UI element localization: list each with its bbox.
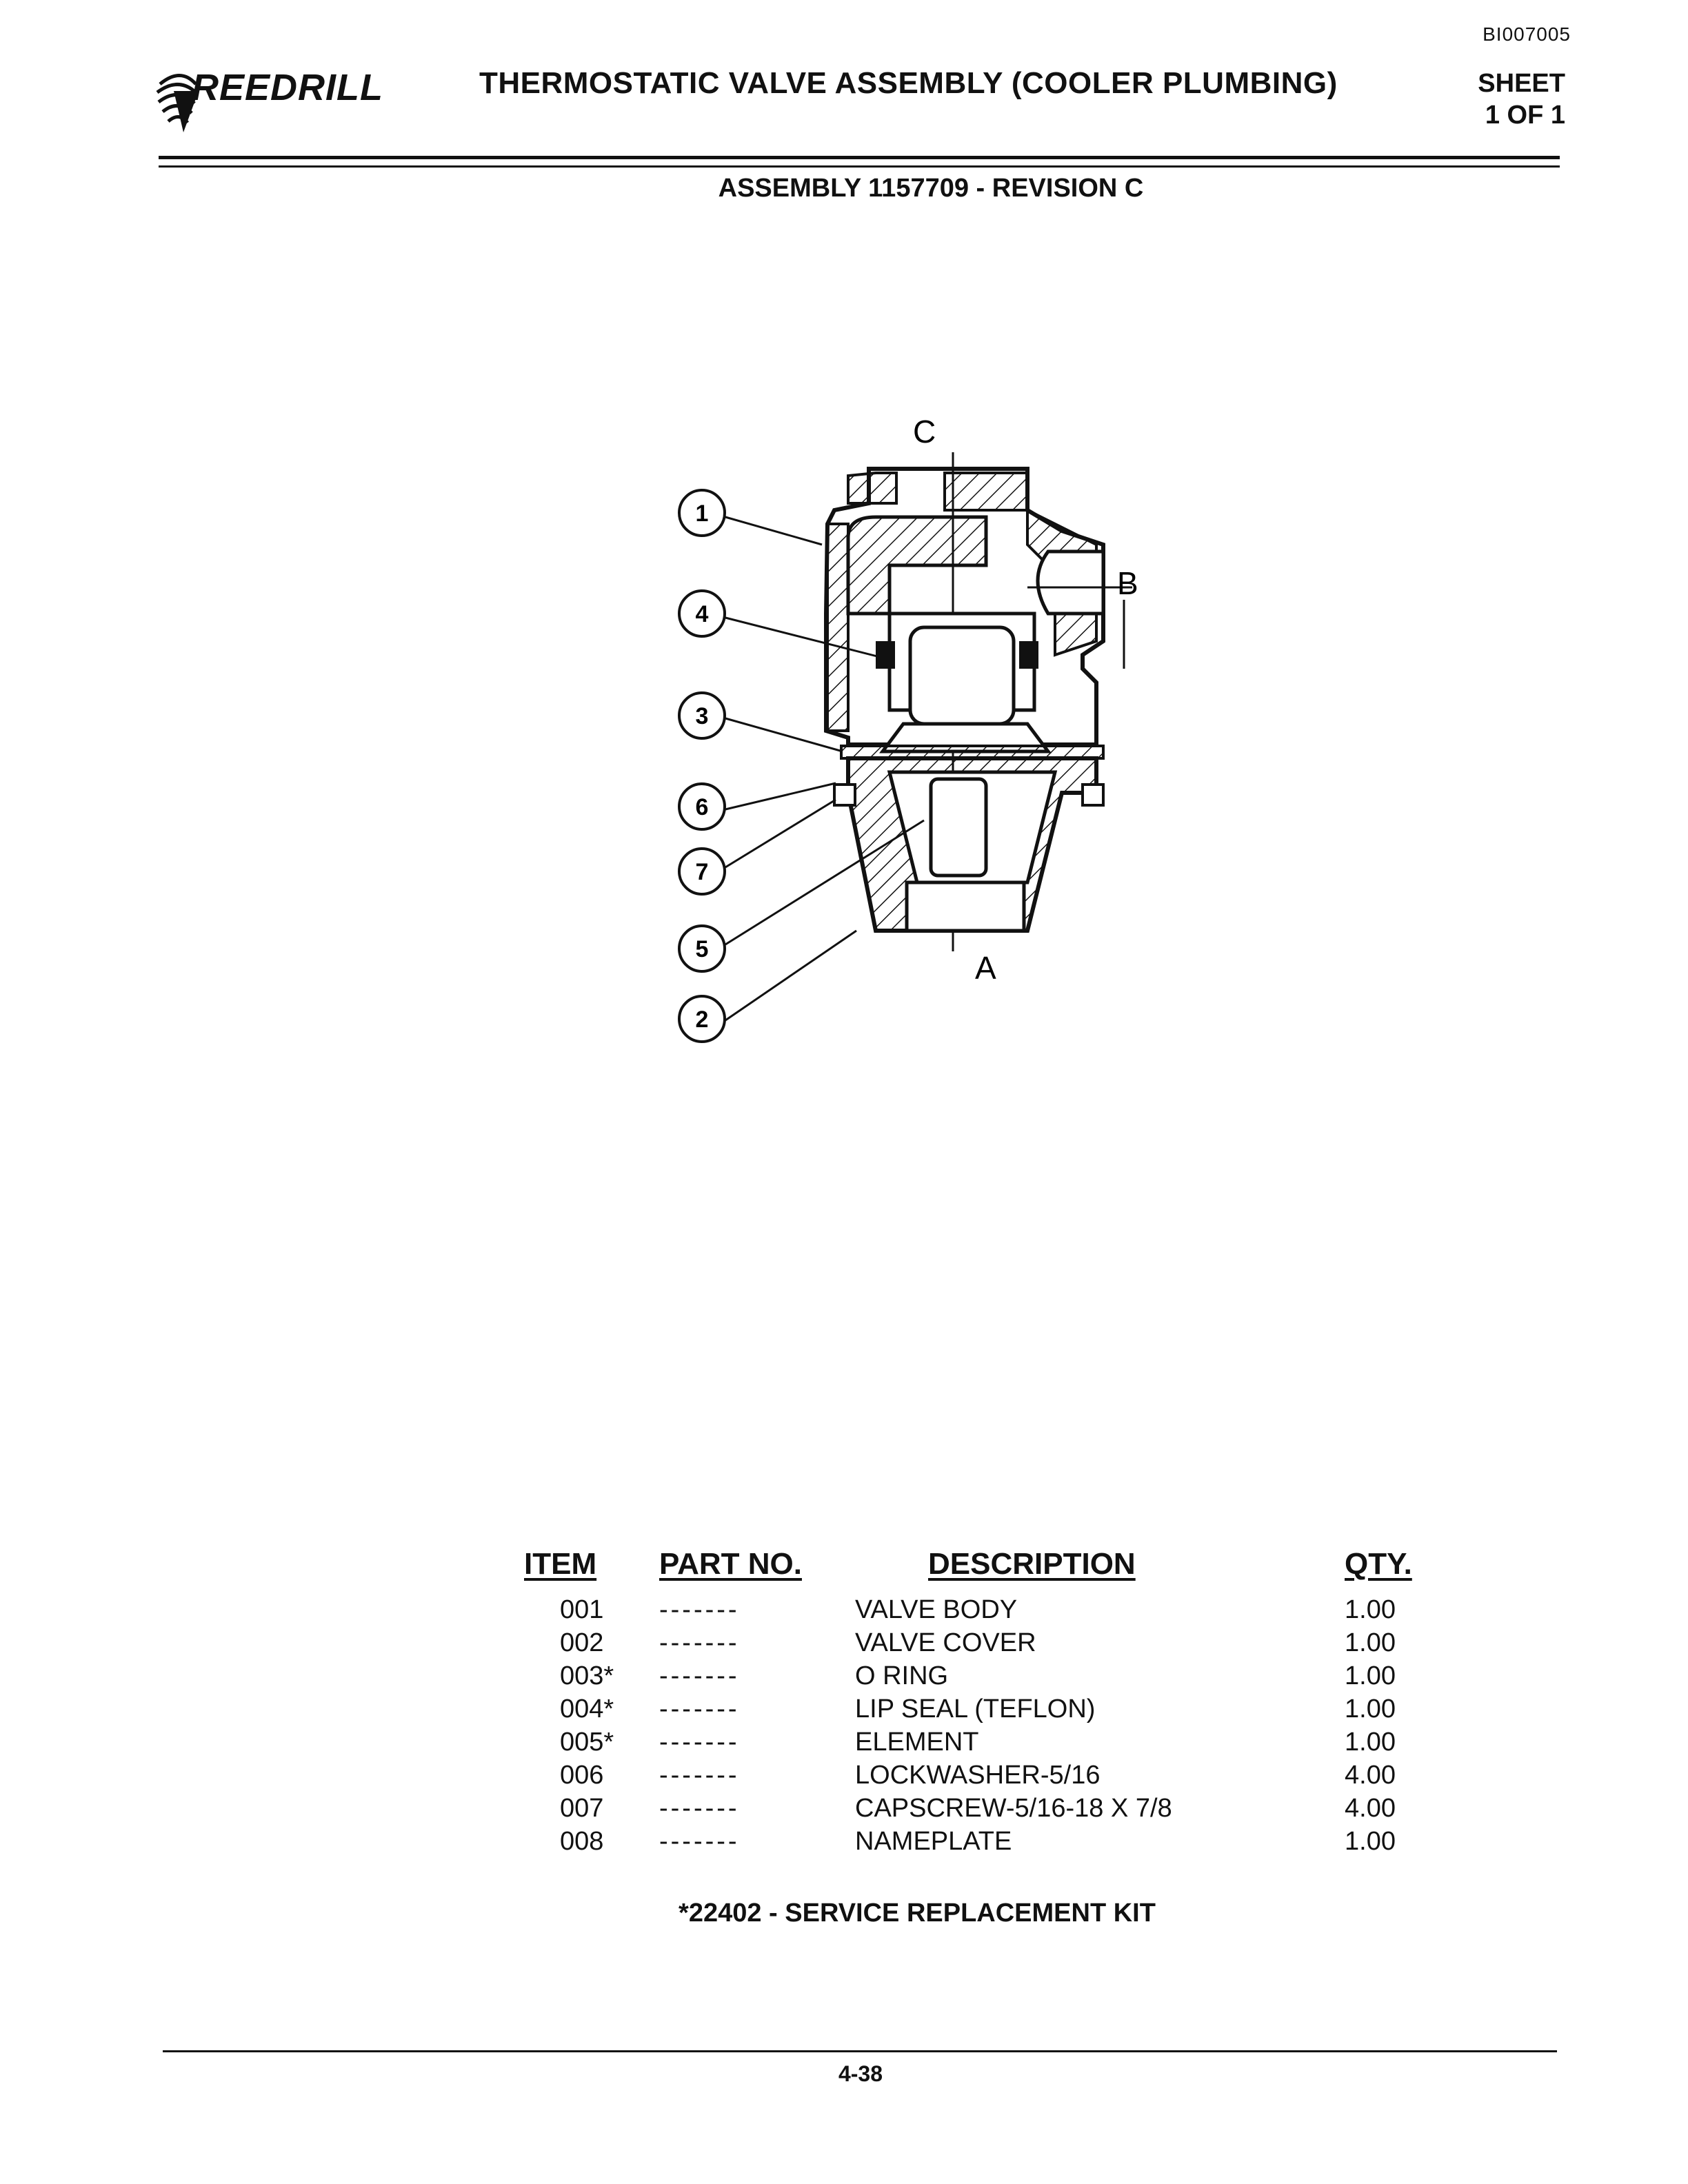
cell-part-no: ------- <box>659 1761 740 1790</box>
side-port-b <box>1036 549 1105 616</box>
valve-cross-section-diagram: 1 4 3 6 7 5 2 C B A <box>678 414 1138 1043</box>
table-row: 004* ------- LIP SEAL (TEFLON) 1.00 <box>524 1695 1420 1728</box>
callout-circle-7 <box>678 847 726 896</box>
cell-part-no: ------- <box>659 1695 740 1723</box>
sheet-label: SHEET <box>1478 69 1565 98</box>
header-rule-thick <box>159 156 1560 159</box>
callout-1: 1 <box>696 501 709 527</box>
cell-part-no: ------- <box>659 1661 740 1690</box>
header-description: DESCRIPTION <box>928 1547 1136 1581</box>
brand-name: REEDRILL <box>192 67 383 108</box>
leader-3 <box>725 717 843 753</box>
cell-item: 003* <box>560 1661 614 1690</box>
leader-6 <box>725 782 836 811</box>
port-label-c: C <box>913 414 936 449</box>
cell-qty: 4.00 <box>1345 1761 1396 1790</box>
callout-circle-5 <box>678 924 726 973</box>
swirl-logo-icon <box>156 74 199 132</box>
callout-circle-6 <box>678 782 726 831</box>
cell-item: 001 <box>560 1595 604 1624</box>
callout-circle-2 <box>678 995 726 1043</box>
table-row: 008 ------- NAMEPLATE 1.00 <box>524 1827 1420 1860</box>
brand-logo: REEDRILL <box>153 63 415 139</box>
cell-part-no: ------- <box>659 1827 740 1856</box>
cell-item: 008 <box>560 1827 604 1856</box>
header-part-no: PART NO. <box>659 1547 802 1581</box>
document-id: BI007005 <box>1483 23 1571 45</box>
header-item: ITEM <box>524 1547 597 1581</box>
leader-7 <box>725 798 836 869</box>
service-kit-note: *22402 - SERVICE REPLACEMENT KIT <box>679 1899 1156 1928</box>
cell-description: VALVE BODY <box>855 1595 1018 1624</box>
cell-description: LOCKWASHER-5/16 <box>855 1761 1101 1790</box>
callout-circle-1 <box>678 489 726 537</box>
table-row: 003* ------- O RING 1.00 <box>524 1661 1420 1695</box>
cell-qty: 1.00 <box>1345 1661 1396 1690</box>
cell-description: VALVE COVER <box>855 1628 1036 1657</box>
cell-description: ELEMENT <box>855 1728 979 1757</box>
cell-part-no: ------- <box>659 1794 740 1823</box>
header-rule-thin <box>159 165 1560 168</box>
leader-2 <box>725 929 857 1022</box>
page-title: THERMOSTATIC VALVE ASSEMBLY (COOLER PLUM… <box>479 66 1338 100</box>
cell-part-no: ------- <box>659 1728 740 1757</box>
table-row: 006 ------- LOCKWASHER-5/16 4.00 <box>524 1761 1420 1794</box>
callout-circle-3 <box>678 691 726 740</box>
cell-item: 007 <box>560 1794 604 1823</box>
cell-item: 002 <box>560 1628 604 1657</box>
cell-description: NAMEPLATE <box>855 1827 1012 1856</box>
cell-item: 004* <box>560 1695 614 1723</box>
port-label-a: A <box>975 950 996 986</box>
cell-description: LIP SEAL (TEFLON) <box>855 1695 1096 1723</box>
table-row: 007 ------- CAPSCREW-5/16-18 X 7/8 4.00 <box>524 1794 1420 1827</box>
cell-qty: 1.00 <box>1345 1728 1396 1757</box>
callout-7: 7 <box>696 859 709 885</box>
cell-part-no: ------- <box>659 1595 740 1624</box>
page-number: 4-38 <box>838 2061 883 2086</box>
outlet-port-a <box>905 880 1026 933</box>
cell-qty: 1.00 <box>1345 1827 1396 1856</box>
lip-seal-left <box>876 641 895 669</box>
cell-qty: 1.00 <box>1345 1628 1396 1657</box>
element-stem <box>929 777 988 878</box>
callout-3: 3 <box>696 703 709 729</box>
cell-qty: 4.00 <box>1345 1794 1396 1823</box>
leader-4 <box>725 616 878 658</box>
capscrew-right <box>1081 783 1105 807</box>
table-row: 002 ------- VALVE COVER 1.00 <box>524 1628 1420 1661</box>
table-row: 001 ------- VALVE BODY 1.00 <box>524 1595 1420 1628</box>
valve-body-top-wall-left <box>847 472 898 505</box>
header-qty: QTY. <box>1345 1547 1412 1581</box>
piston <box>908 625 1016 726</box>
cell-description: O RING <box>855 1661 949 1690</box>
sheet-indicator: SHEET 1 OF 1 <box>1478 68 1565 131</box>
sheet-number: 1 OF 1 <box>1485 101 1565 130</box>
internal-passage <box>846 515 988 616</box>
lip-seal-right <box>1019 641 1038 669</box>
callout-6: 6 <box>696 794 709 820</box>
leader-5 <box>725 819 925 946</box>
footer-rule <box>163 2050 1557 2052</box>
parts-list-table: ITEM PART NO. DESCRIPTION QTY. 001 -----… <box>524 1547 1420 1860</box>
assembly-number: ASSEMBLY 1157709 - REVISION C <box>718 174 1144 203</box>
callout-5: 5 <box>696 936 709 962</box>
cell-item: 006 <box>560 1761 604 1790</box>
cell-item: 005* <box>560 1728 614 1757</box>
capscrew-left <box>833 783 856 807</box>
callout-2: 2 <box>696 1007 709 1033</box>
cell-qty: 1.00 <box>1345 1695 1396 1723</box>
leader-1 <box>725 516 823 546</box>
table-header-row: ITEM PART NO. DESCRIPTION QTY. <box>524 1547 1420 1595</box>
valve-body-top-wall-right <box>943 472 1029 512</box>
callout-circle-4 <box>678 589 726 638</box>
cell-part-no: ------- <box>659 1628 740 1657</box>
cell-qty: 1.00 <box>1345 1595 1396 1624</box>
table-row: 005* ------- ELEMENT 1.00 <box>524 1728 1420 1761</box>
cell-description: CAPSCREW-5/16-18 X 7/8 <box>855 1794 1172 1823</box>
left-wall-hatch <box>826 523 850 732</box>
callout-4: 4 <box>696 601 709 627</box>
port-label-b: B <box>1117 565 1138 601</box>
